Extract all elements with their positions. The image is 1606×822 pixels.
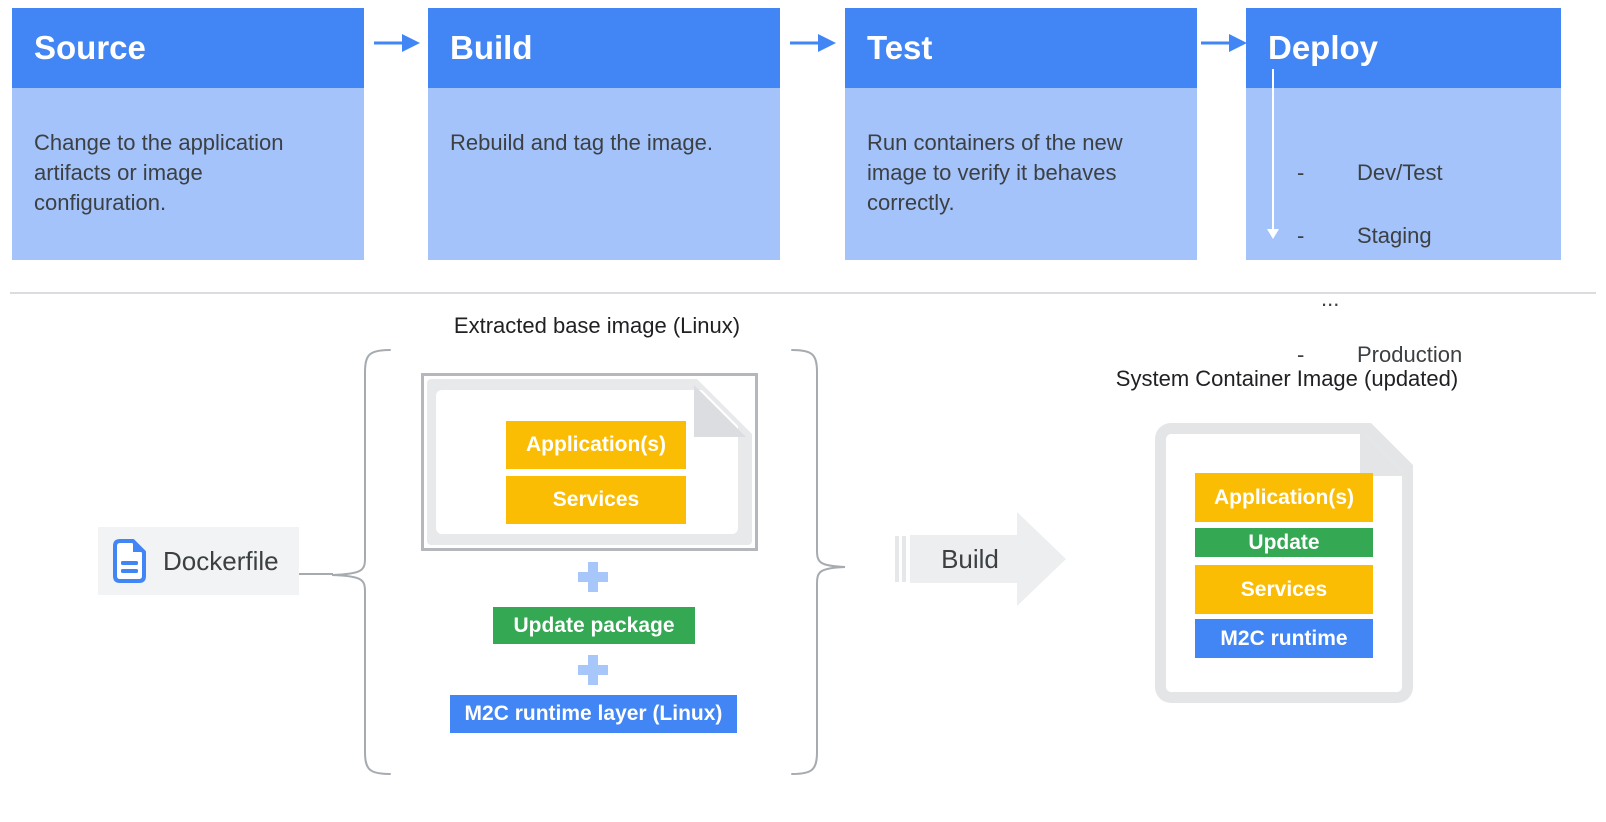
plus-icon [578, 655, 608, 685]
layer-bar-services: Services [1195, 565, 1373, 614]
extracted-base-image-title: Extracted base image (Linux) [453, 313, 741, 338]
dockerfile-label: Dockerfile [163, 545, 279, 576]
folded-corner-icon [694, 385, 746, 437]
dockerfile-document-icon [113, 539, 146, 583]
left-curly-brace [331, 349, 391, 775]
stage-title-source: Source [12, 8, 364, 88]
dockerfile-card: Dockerfile [98, 527, 299, 595]
stage-title-build: Build [428, 8, 780, 88]
build-arrow-speedline [902, 536, 906, 582]
list-item-label: Dev/Test [1357, 160, 1443, 185]
arrow-right-icon [790, 34, 836, 52]
list-item: ... [1297, 284, 1462, 311]
stage-title-deploy: Deploy [1246, 8, 1561, 88]
build-arrow-label: Build [941, 544, 999, 574]
stage-card-source: Source Change to the application artifac… [12, 8, 364, 260]
system-container-image-document: Application(s) Update Services M2C runti… [1155, 423, 1413, 703]
stage-description-test: Run containers of the new image to verif… [845, 88, 1197, 260]
list-item: - Production [1297, 340, 1462, 373]
deploy-environment-list: - Dev/Test - Staging ... - Production [1297, 128, 1462, 403]
deploy-down-arrow-icon [1272, 69, 1274, 229]
stage-description-build: Rebuild and tag the image. [428, 88, 780, 260]
list-item-marker: - [1297, 160, 1305, 185]
layer-bar-update: Update [1195, 528, 1373, 557]
arrow-right-icon [1201, 34, 1247, 52]
runtime-layer-bar: M2C runtime layer (Linux) [450, 695, 737, 733]
build-arrow-speedline [895, 536, 899, 582]
list-item: - Dev/Test [1297, 158, 1462, 191]
base-image-document: Application(s) Services [421, 373, 758, 551]
list-item-marker: - [1297, 342, 1305, 367]
list-item: - Staging [1297, 221, 1462, 254]
list-item-label: Staging [1357, 223, 1432, 248]
deploy-down-arrowhead-icon [1267, 229, 1279, 239]
stage-body-deploy: - Dev/Test - Staging ... - Production [1246, 69, 1561, 367]
section-divider [10, 292, 1596, 294]
layer-bar-m2c-runtime: M2C runtime [1195, 619, 1373, 658]
layer-bar-applications: Application(s) [1195, 473, 1373, 522]
layer-bar-applications: Application(s) [506, 421, 686, 469]
stage-title-test: Test [845, 8, 1197, 88]
stage-card-test: Test Run containers of the new image to … [845, 8, 1197, 260]
list-item-marker: - [1297, 223, 1305, 248]
stage-card-build: Build Rebuild and tag the image. [428, 8, 780, 260]
connector-line [299, 573, 333, 575]
update-package-bar: Update package [493, 607, 695, 644]
stage-description-source: Change to the application artifacts or i… [12, 88, 364, 260]
right-curly-brace [791, 349, 846, 775]
layer-bar-services: Services [506, 476, 686, 524]
list-item-label: ... [1321, 286, 1340, 311]
stage-card-deploy: Deploy - Dev/Test - Staging ... - Produc… [1246, 8, 1561, 367]
system-container-image-title: System Container Image (updated) [1115, 366, 1459, 391]
arrow-right-icon [374, 34, 420, 52]
build-block-arrow-icon [910, 512, 1066, 606]
list-item-label: Production [1357, 342, 1463, 367]
plus-icon [578, 562, 608, 592]
